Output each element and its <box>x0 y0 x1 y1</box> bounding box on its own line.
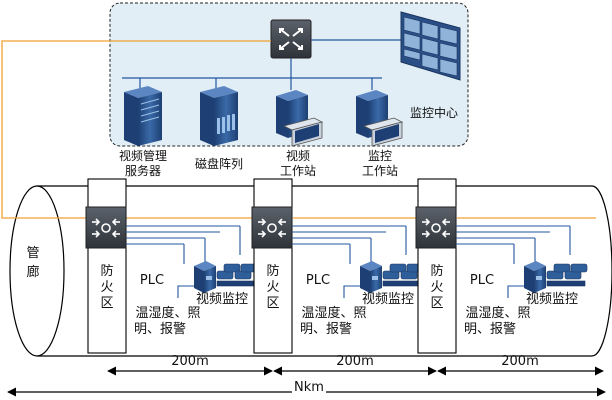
monitoring-center: 监控中心 <box>109 2 469 147</box>
fire-zone-label: 火 <box>266 280 279 295</box>
device-label: 视频管理 <box>119 148 167 163</box>
plc-icon <box>194 261 216 293</box>
disk-array-icon <box>200 86 238 146</box>
fire-zone-label: 区 <box>266 296 279 311</box>
fire-zone-label: 防 <box>266 263 279 279</box>
segment-length-label: 200m <box>336 354 373 369</box>
camera-label: 视频监控 <box>362 292 414 307</box>
fire-zone-3: 防 火 区 PLC 视频监控 温湿度、照 明、报警 <box>415 178 588 354</box>
device-label: 磁盘阵列 <box>195 156 243 171</box>
segment-length-label: 200m <box>501 354 538 369</box>
plc-label: PLC <box>470 273 494 288</box>
fire-zone-label: 防 <box>430 263 443 279</box>
device-label: 工作站 <box>280 164 316 178</box>
video-wall-icon <box>400 11 461 81</box>
plc-label: PLC <box>306 273 330 288</box>
device-labels: 视频管理 服务器 磁盘阵列 视频 工作站 监控 工作站 <box>119 148 398 178</box>
device-label: 工作站 <box>362 164 398 178</box>
device-label: 监控 <box>368 149 392 163</box>
fire-zone-label: 区 <box>430 296 443 311</box>
fire-zone-label: 火 <box>100 280 113 295</box>
sensor-label: 温湿度、照 <box>135 305 200 321</box>
monitoring-center-title: 监控中心 <box>410 105 458 120</box>
sensor-label: 明、报警 <box>300 321 352 337</box>
workstation-icon <box>276 90 324 147</box>
plc-icon <box>360 261 382 293</box>
sensor-label: 温湿度、照 <box>301 305 366 321</box>
camera-label: 视频监控 <box>526 292 578 307</box>
fire-zone-2: 防 火 区 PLC 视频监控 温湿度、照 明、报警 <box>251 178 424 354</box>
segment-length-label: 200m <box>171 354 208 369</box>
access-switch-icon <box>85 206 127 249</box>
device-label: 视频 <box>286 148 310 163</box>
sensor-label: 温湿度、照 <box>465 305 530 321</box>
fire-zone-label: 防 <box>100 263 113 279</box>
fiber-backbone <box>1 40 596 219</box>
server-icon <box>124 86 162 146</box>
camera-label: 视频监控 <box>196 292 248 307</box>
plc-label: PLC <box>140 273 164 288</box>
tunnel-end <box>9 185 65 357</box>
camera-cluster-icon <box>546 263 588 287</box>
access-switch-icon <box>251 206 293 249</box>
plc-icon <box>524 261 546 293</box>
fire-zone-label: 火 <box>430 280 443 295</box>
camera-cluster-icon <box>216 263 258 287</box>
total-length-label: Nkm <box>294 380 324 395</box>
sensor-label: 明、报警 <box>464 321 516 337</box>
core-switch-icon <box>270 19 312 59</box>
tunnel-label: 管 <box>26 246 39 261</box>
fire-zone-label: 区 <box>100 296 113 311</box>
sensor-label: 明、报警 <box>134 321 186 337</box>
workstation-icon <box>356 90 404 147</box>
fire-zone-1: 防 火 区 PLC 视频监控 温湿度、照 明、报警 <box>85 178 258 354</box>
pipe-gallery: 管 廊 <box>9 185 612 357</box>
device-label: 服务器 <box>125 163 161 178</box>
tunnel-label: 廊 <box>26 264 39 280</box>
access-switch-icon <box>415 206 457 249</box>
